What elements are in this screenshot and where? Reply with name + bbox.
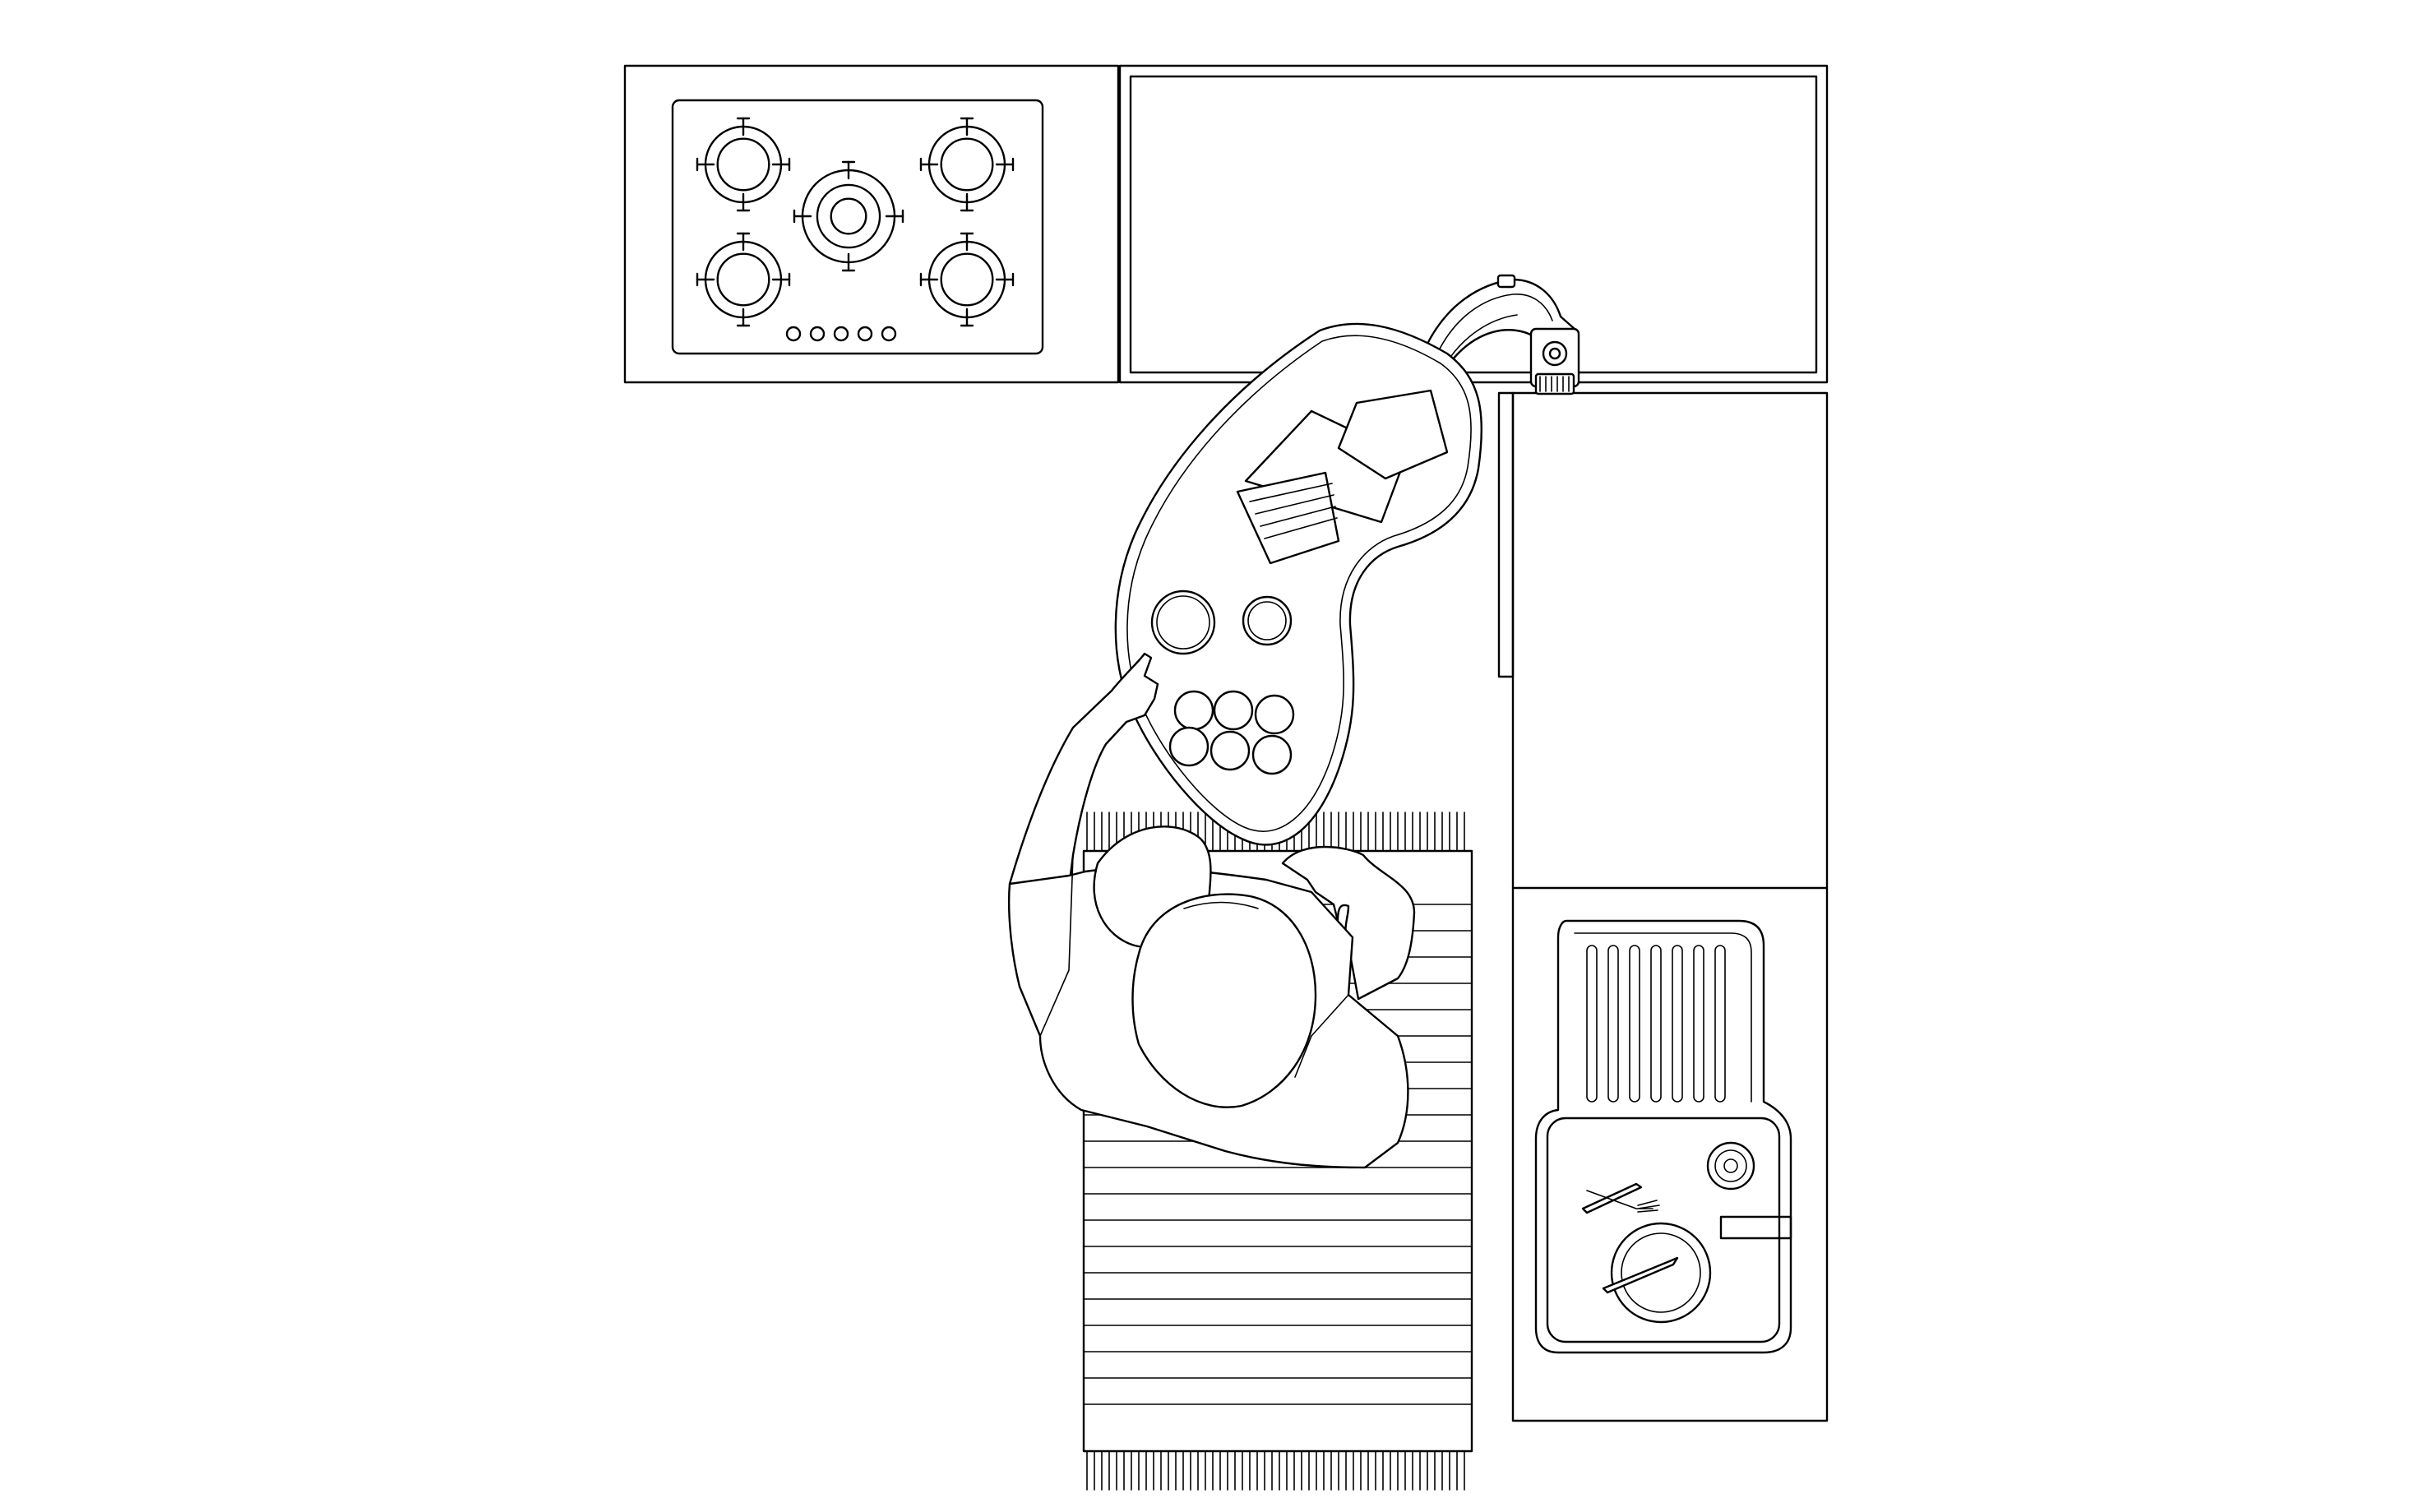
cup-small	[1168, 726, 1210, 767]
tray-cups	[1150, 590, 1295, 775]
stove-knob	[857, 326, 873, 342]
kitchen-sink	[1534, 919, 1792, 1354]
cup-large	[1150, 590, 1216, 655]
burner	[696, 117, 791, 212]
person-left-arm	[1008, 652, 1159, 890]
plate-knife	[1602, 1256, 1679, 1294]
stove-knob	[785, 326, 802, 342]
upper-counter	[1118, 64, 1829, 384]
sink-basin	[1546, 1117, 1781, 1343]
serving-tray	[1114, 322, 1483, 846]
knife	[1581, 1182, 1643, 1214]
robot-arm	[1425, 274, 1580, 395]
burner	[696, 232, 791, 327]
tray-box	[1236, 471, 1340, 565]
burners	[696, 117, 1015, 327]
sink-drain	[1706, 1141, 1755, 1191]
cup-small	[1173, 690, 1214, 731]
tray-box	[1337, 389, 1449, 480]
sink-overflow	[1719, 1215, 1792, 1240]
cooktop	[671, 99, 1044, 355]
fork	[1586, 1190, 1660, 1213]
cup-small	[1210, 730, 1251, 771]
counter-edge-trim	[1497, 391, 1515, 678]
cup-large	[1242, 595, 1293, 646]
drainboard-ribs	[1586, 945, 1726, 1103]
person-right-arm	[1281, 845, 1416, 1001]
person	[1007, 652, 1416, 1169]
cup-small	[1254, 694, 1295, 735]
stove-knob	[809, 326, 826, 342]
stove-knob	[833, 326, 849, 342]
stove-knob	[881, 326, 897, 342]
burner	[919, 232, 1015, 327]
burner	[919, 117, 1015, 212]
rug-fringe-bottom	[1086, 1450, 1465, 1491]
stove-counter	[623, 64, 1120, 384]
cup-small	[1213, 690, 1254, 731]
right-counter	[1497, 391, 1829, 1422]
burner	[793, 160, 904, 272]
plate	[1610, 1222, 1712, 1324]
person-head	[1131, 893, 1317, 1108]
cup-small	[1251, 734, 1293, 775]
stove-knobs	[785, 326, 897, 342]
